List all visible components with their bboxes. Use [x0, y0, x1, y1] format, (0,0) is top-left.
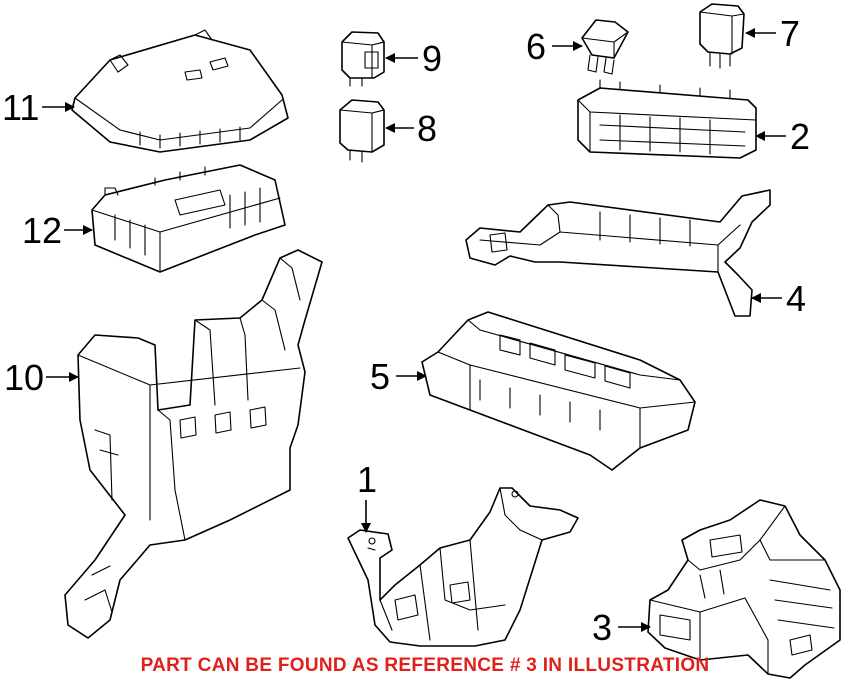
- part-11-fuse-box-cover[interactable]: [71, 29, 289, 153]
- callout-12: 12: [22, 210, 62, 251]
- part-5-fuse-block-base[interactable]: [421, 311, 696, 471]
- callout-7: 7: [780, 13, 800, 54]
- callout-2: 2: [790, 116, 810, 157]
- reference-caption: PART CAN BE FOUND AS REFERENCE # 3 IN IL…: [140, 655, 710, 676]
- part-12-relay-block[interactable]: [91, 164, 286, 273]
- callout-4: 4: [786, 278, 806, 319]
- callout-11: 11: [2, 87, 39, 128]
- part-1-mount-bracket[interactable]: [347, 487, 579, 647]
- part-2-fuse-holder[interactable]: [577, 79, 757, 159]
- part-8-relay[interactable]: [339, 99, 385, 163]
- callout-3: 3: [592, 607, 612, 648]
- part-7-relay[interactable]: [699, 3, 745, 69]
- callout-10: 10: [4, 357, 44, 398]
- callout-leaders: [42, 28, 786, 632]
- part-4-support-bracket[interactable]: [465, 189, 771, 317]
- callout-9: 9: [422, 38, 442, 79]
- part-3-module-assembly[interactable]: [647, 499, 841, 679]
- callout-6: 6: [526, 26, 546, 67]
- part-9-relay[interactable]: [341, 31, 385, 87]
- callout-1: 1: [357, 459, 377, 500]
- callout-8: 8: [417, 108, 437, 149]
- part-10-housing-bracket[interactable]: [64, 249, 323, 639]
- callout-numbers: 11 12 10 9 8 6 7 2 4 5 1 3: [2, 13, 810, 648]
- callout-5: 5: [370, 356, 390, 397]
- part-6-blade-fuse[interactable]: [581, 19, 629, 75]
